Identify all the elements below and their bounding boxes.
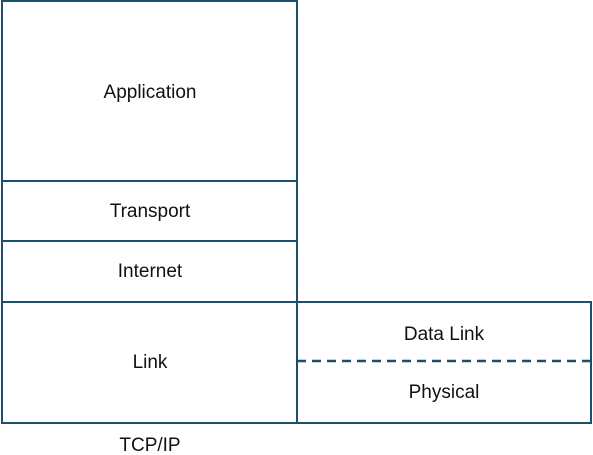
link-sublayers: Data Link Physical	[296, 301, 592, 424]
link-sublayers-box	[296, 301, 592, 424]
data-link-label: Data Link	[404, 324, 485, 345]
transport-layer-label: Transport	[110, 201, 191, 222]
internet-layer-label: Internet	[118, 261, 183, 282]
tcp-ip-caption: TCP/IP	[119, 435, 180, 455]
physical-label: Physical	[409, 382, 480, 403]
link-layer-label: Link	[133, 352, 168, 373]
application-layer-label: Application	[104, 82, 197, 103]
tcp-ip-stack: Application Transport Internet Link	[1, 0, 298, 424]
